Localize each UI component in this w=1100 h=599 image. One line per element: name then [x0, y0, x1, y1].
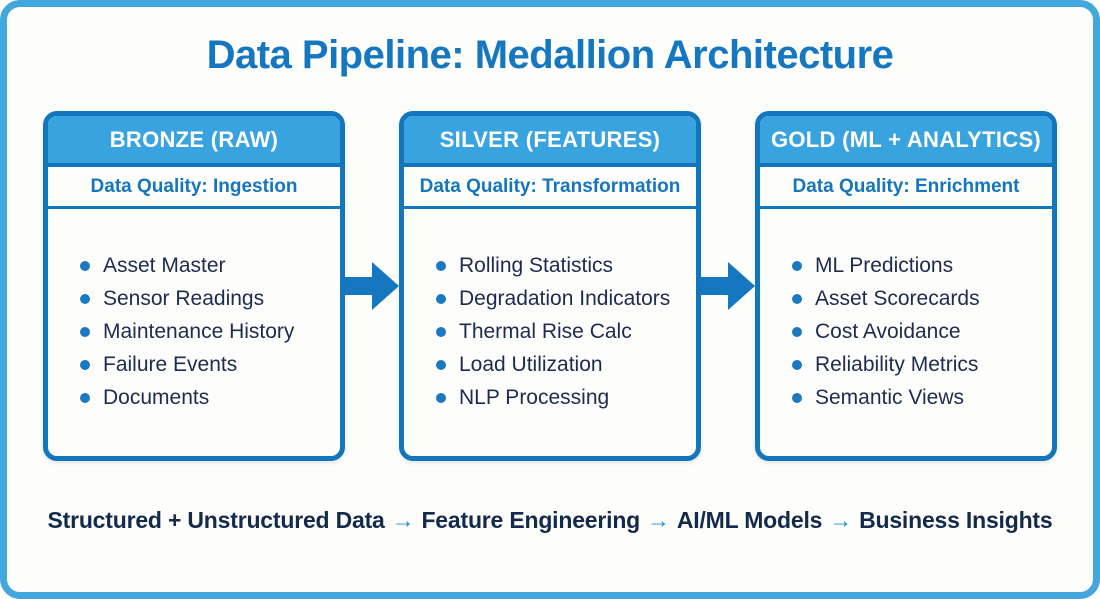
right-block-arrow-icon: [701, 262, 755, 310]
flow-segment: Business Insights: [859, 507, 1053, 533]
page-title: Data Pipeline: Medallion Architecture: [206, 33, 894, 77]
stage-list-silver: Rolling Statistics Degradation Indicator…: [404, 249, 696, 414]
list-item: Reliability Metrics: [792, 348, 1044, 381]
stage-header-bronze: BRONZE (RAW): [48, 116, 340, 167]
stage-list-bronze: Asset Master Sensor Readings Maintenance…: [48, 249, 340, 414]
right-arrow-icon: →: [391, 507, 415, 533]
stage-quality-silver: Data Quality: Transformation: [404, 167, 696, 209]
list-item: NLP Processing: [436, 381, 688, 414]
list-item: Documents: [80, 381, 332, 414]
flow-arrow-silver-gold: [701, 111, 755, 461]
list-item: Load Utilization: [436, 348, 688, 381]
list-item: Failure Events: [80, 348, 332, 381]
list-item: Asset Scorecards: [792, 282, 1044, 315]
list-item: Rolling Statistics: [436, 249, 688, 282]
list-item: Sensor Readings: [80, 282, 332, 315]
stage-header-silver: SILVER (FEATURES): [404, 116, 696, 167]
stage-quality-gold: Data Quality: Enrichment: [760, 167, 1052, 209]
list-item: Semantic Views: [792, 381, 1044, 414]
right-arrow-icon: →: [647, 507, 670, 533]
stage-card-bronze: BRONZE (RAW) Data Quality: Ingestion Ass…: [43, 111, 345, 461]
right-arrow-icon: →: [829, 507, 853, 533]
list-item: Thermal Rise Calc: [436, 315, 688, 348]
stage-header-gold: GOLD (ML + ANALYTICS): [760, 116, 1052, 167]
right-block-arrow-icon: [345, 262, 399, 310]
stage-card-gold: GOLD (ML + ANALYTICS) Data Quality: Enri…: [755, 111, 1057, 461]
flow-arrow-bronze-silver: [345, 111, 399, 461]
bottom-flow-summary: Structured + Unstructured Data→Feature E…: [17, 507, 1083, 534]
pipeline-row: BRONZE (RAW) Data Quality: Ingestion Ass…: [43, 111, 1057, 461]
flow-segment: Feature Engineering: [421, 507, 641, 533]
list-item: Cost Avoidance: [792, 315, 1044, 348]
list-item: Asset Master: [80, 249, 332, 282]
flow-segment: AI/ML Models: [676, 507, 823, 533]
stage-card-silver: SILVER (FEATURES) Data Quality: Transfor…: [399, 111, 701, 461]
list-item: ML Predictions: [792, 249, 1044, 282]
list-item: Degradation Indicators: [436, 282, 688, 315]
stage-quality-bronze: Data Quality: Ingestion: [48, 167, 340, 209]
list-item: Maintenance History: [80, 315, 332, 348]
flow-segment: Structured + Unstructured Data: [47, 507, 385, 533]
stage-list-gold: ML Predictions Asset Scorecards Cost Avo…: [760, 249, 1052, 414]
